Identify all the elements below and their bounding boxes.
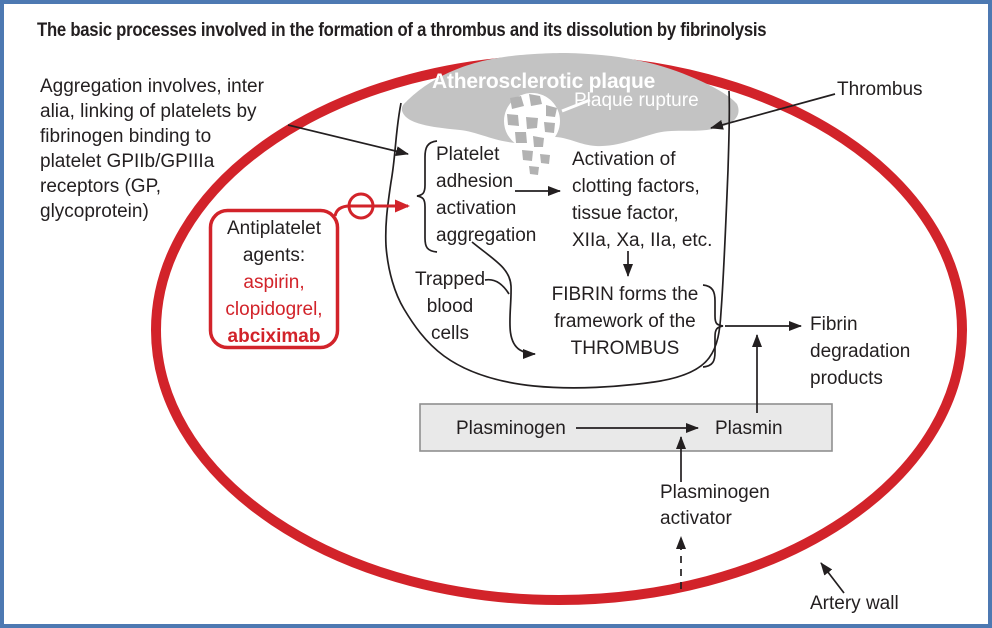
text-line: Activation of — [572, 149, 676, 170]
text-line: Plasminogen — [660, 482, 770, 503]
text-line: Platelet — [436, 144, 500, 165]
plaque-debris — [507, 94, 557, 175]
text-line: clotting factors, — [572, 176, 700, 197]
text-line: fibrinogen binding to — [40, 126, 212, 147]
antiplatelet-heading: Antiplatelet — [226, 218, 321, 239]
antiplatelet-box: Antiplatelet agents: aspirin, clopidogre… — [211, 215, 337, 350]
artery-wall-label-arrow — [820, 562, 845, 594]
plaque-rupture-label: Plaque rupture — [574, 90, 699, 111]
fibrin-framework-text: FIBRIN forms the framework of the THROMB… — [544, 281, 706, 362]
thrombus-label: Thrombus — [837, 79, 923, 100]
text-line: activation — [436, 198, 517, 219]
drug-aspirin: aspirin, — [243, 272, 305, 293]
plasmin-label: Plasmin — [715, 418, 783, 439]
drug-abciximab: abciximab — [227, 326, 321, 347]
plasminogen-activator-text: Plasminogen activator — [660, 480, 770, 532]
text-line: aggregation — [436, 225, 537, 246]
text-line: platelet GPIIb/GPIIIa — [40, 151, 215, 172]
text-line: alia, linking of platelets by — [40, 101, 257, 122]
artery-wall-label: Artery wall — [810, 593, 899, 614]
fibrin-brace — [702, 284, 724, 368]
platelet-brace — [416, 140, 438, 253]
text-line: XIIa, Xa, IIa, etc. — [572, 230, 713, 251]
text-line: FIBRIN forms the — [551, 284, 699, 305]
thrombus-label-arrow — [710, 93, 836, 130]
thrombus-outline — [384, 90, 731, 389]
aggregation-to-fibrin-curved-arrow — [471, 241, 536, 359]
text-line: Fibrin — [810, 314, 858, 335]
note-to-platelet-arrow — [287, 124, 409, 157]
plaque-title: Atherosclerotic plaque — [432, 70, 656, 93]
plasminogen-label: Plasminogen — [456, 418, 566, 439]
text-line: THROMBUS — [570, 338, 680, 359]
text-line: adhesion — [436, 171, 514, 192]
trapped-cells-connector — [484, 278, 510, 295]
figure-title: The basic processes involved in the form… — [37, 20, 767, 41]
fibrin-degradation-text: Fibrin degradation products — [810, 311, 910, 392]
rupture-pointer-line — [561, 98, 591, 113]
diagram-art — [151, 53, 967, 605]
text-line: products — [810, 368, 883, 389]
text-line: receptors (GP, — [40, 176, 162, 197]
aggregation-note: Aggregation involves, inter alia, linkin… — [40, 74, 264, 224]
atherosclerotic-plaque-blob — [401, 53, 739, 147]
text-line: degradation — [810, 341, 911, 362]
plaque-rupture-site — [504, 93, 591, 175]
trapped-blood-cells-text: Trapped blood cells — [407, 266, 493, 347]
text-line: glycoprotein) — [40, 201, 149, 222]
text-line: Aggregation involves, inter — [40, 76, 264, 97]
antiplatelet-box-outline — [208, 208, 340, 350]
antiplatelet-heading: agents: — [242, 245, 306, 266]
platelet-process-list: Platelet adhesion activation aggregation — [436, 141, 536, 249]
text-line: framework of the — [554, 311, 696, 332]
text-line: activator — [660, 508, 732, 529]
clotting-activation-text: Activation of clotting factors, tissue f… — [572, 146, 712, 254]
text-line: blood — [426, 296, 474, 317]
text-line: Trapped — [414, 269, 486, 290]
drug-clopidogrel: clopidogrel, — [225, 299, 323, 320]
text-line: cells — [430, 323, 469, 344]
inhibition-minus-icon — [347, 192, 375, 220]
text-line: tissue factor, — [572, 203, 679, 224]
